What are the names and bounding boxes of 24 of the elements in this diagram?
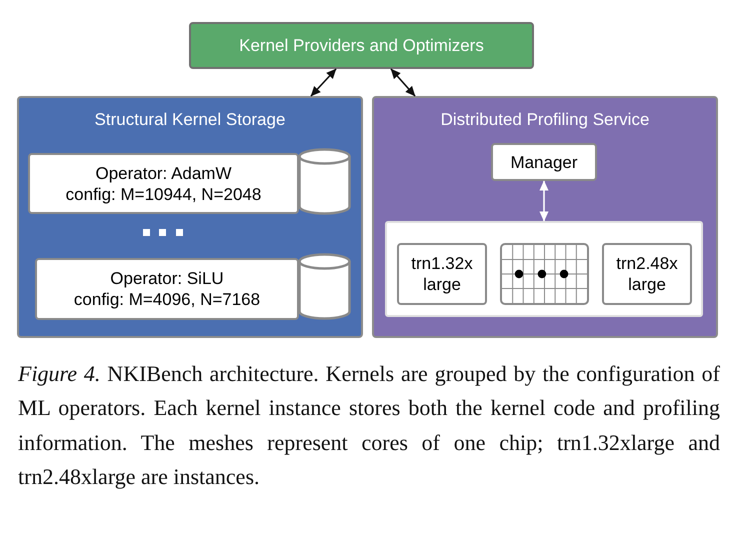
storage-panel xyxy=(17,96,363,338)
database-cylinder xyxy=(298,253,351,320)
panel-title: Distributed Profiling Service xyxy=(440,110,650,130)
config-label: config: M=10944, N=2048 xyxy=(66,184,262,204)
instance-label: trn2.48x large xyxy=(615,253,679,295)
manager-box xyxy=(491,143,597,181)
instance-box xyxy=(397,243,487,305)
double-arrow xyxy=(540,180,548,222)
core-mesh-drawing xyxy=(500,243,589,305)
double-arrow xyxy=(390,68,416,97)
instance-label: trn1.32x large xyxy=(410,253,474,295)
figure-caption: Figure 4. NKIBench architecture. Kernels are grouped by the configuration of ML operators. Each kernel instance stores both the kernel code and profiling information. The meshes represent cores of one chip; trn1.32xlarge and trn2.48xlarge are instances. xyxy=(18,360,720,492)
database-cylinder xyxy=(298,148,351,215)
box-label: Manager xyxy=(510,152,578,172)
provider-box xyxy=(189,22,534,69)
double-arrow xyxy=(310,68,337,97)
instance-box xyxy=(602,243,692,305)
panel-title: Structural Kernel Storage xyxy=(94,110,286,130)
box-label: Kernel Providers and Optimizers xyxy=(239,35,484,56)
instance-panel xyxy=(385,221,703,317)
config-label: config: M=4096, N=7168 xyxy=(74,289,260,310)
operator-label: Operator: AdamW xyxy=(95,162,232,184)
operator-label: Operator: SiLU xyxy=(110,268,224,289)
service-panel xyxy=(372,96,718,338)
